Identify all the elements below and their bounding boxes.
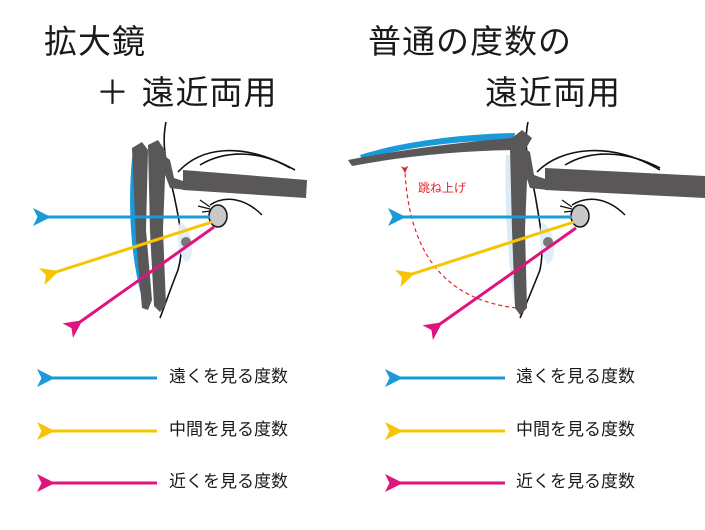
left-ray-near	[62, 225, 215, 339]
left-outer-frame	[132, 142, 152, 310]
right-flip-arc	[401, 165, 517, 309]
right-eyebrow-inner	[564, 153, 661, 169]
left-ray-middle	[38, 220, 213, 286]
right-temple-arm	[545, 168, 705, 198]
right-ray-middle	[394, 220, 575, 288]
left-legend-label-near: 近くを見る度数	[169, 472, 288, 492]
right-diagram	[348, 121, 705, 341]
right-legend-arrows	[385, 369, 505, 492]
left-hinge	[160, 152, 186, 190]
right-title-line1: 普通の度数の	[368, 22, 572, 61]
flip-up-label: 跳ね上げ	[418, 181, 467, 195]
right-flipped-lens	[360, 133, 515, 160]
left-title-line1: 拡大鏡	[44, 22, 146, 61]
right-legend-label-middle: 中間を見る度数	[516, 420, 635, 440]
left-eyelashes	[197, 199, 212, 213]
right-title-line2: 遠近両用	[485, 73, 621, 112]
left-legend-label-far: 遠くを見る度数	[169, 367, 288, 387]
left-eyebrow-inner	[199, 153, 291, 169]
left-eyeball	[208, 204, 228, 228]
left-eye-lid	[209, 198, 263, 216]
left-legend-arrows	[37, 369, 157, 492]
left-diagram	[33, 121, 307, 339]
right-ray-near	[422, 226, 577, 341]
right-eyelashes	[559, 199, 574, 213]
right-legend-label-far: 遠くを見る度数	[516, 367, 635, 387]
left-temple-arm	[183, 170, 307, 198]
left-legend-label-middle: 中間を見る度数	[169, 420, 288, 440]
right-flipped-frame	[348, 130, 532, 166]
right-legend-label-near: 近くを見る度数	[516, 472, 635, 492]
right-eye-lid	[571, 198, 626, 216]
right-eyeball	[570, 204, 590, 228]
left-title-line2: ＋ 遠近両用	[96, 73, 278, 112]
